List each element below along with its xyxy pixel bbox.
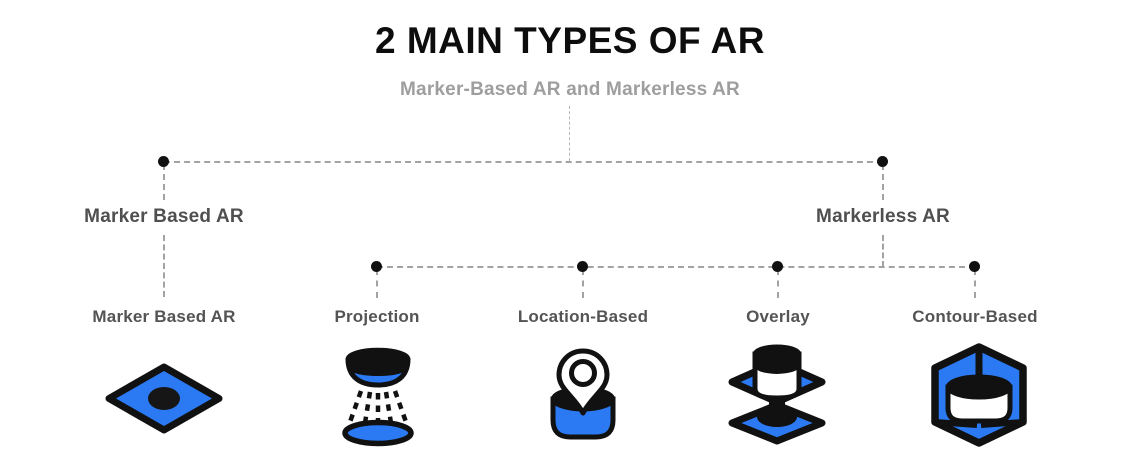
- leaf-label-contour-based: Contour-Based: [912, 307, 1038, 326]
- connector-level1-horizontal: [164, 161, 883, 163]
- connector-markerless-upper: [882, 164, 884, 200]
- connector-contour-stub: [974, 269, 976, 298]
- junction-dot-projection: [371, 261, 382, 272]
- connector-projection-stub: [376, 269, 378, 298]
- leaf-label-overlay: Overlay: [746, 307, 810, 326]
- connector-markerless-lower: [882, 235, 884, 267]
- marker-diamond-icon: [105, 363, 223, 434]
- leaf-label-marker-based-ar: Marker Based AR: [92, 307, 236, 326]
- connector-overlay-stub: [777, 269, 779, 298]
- connector-location-stub: [582, 269, 584, 298]
- connector-marker-based-upper: [163, 164, 165, 200]
- contour-box-icon: [931, 343, 1027, 447]
- junction-dot-overlay: [772, 261, 783, 272]
- junction-dot-marker-based: [158, 156, 169, 167]
- junction-dot-markerless: [877, 156, 888, 167]
- connector-root-vertical: [569, 106, 570, 161]
- junction-dot-location: [577, 261, 588, 272]
- leaf-label-location-based: Location-Based: [517, 307, 649, 326]
- branch-label-markerless-ar: Markerless AR: [816, 206, 950, 227]
- junction-dot-contour: [969, 261, 980, 272]
- overlay-layers-icon: [728, 344, 826, 445]
- page-subtitle: Marker-Based AR and Markerless AR: [400, 79, 740, 100]
- leaf-label-projection: Projection: [334, 307, 420, 326]
- location-pin-icon: [550, 348, 616, 440]
- connector-level2-horizontal: [377, 266, 975, 268]
- page-title: 2 MAIN TYPES OF AR: [374, 20, 765, 61]
- connector-marker-based-lower: [163, 235, 165, 297]
- projection-icon: [342, 347, 414, 447]
- branch-label-marker-based-ar: Marker Based AR: [84, 206, 244, 227]
